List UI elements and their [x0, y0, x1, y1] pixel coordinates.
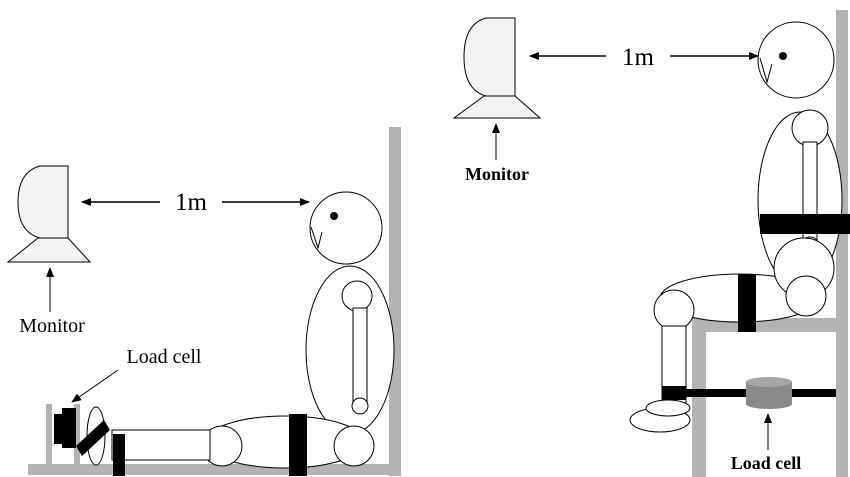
- right-monitor-label: Monitor: [465, 164, 529, 184]
- right-seated-person: [629, 21, 843, 433]
- right-chair-front-leg: [692, 318, 706, 477]
- right-chest-strap: [760, 214, 850, 234]
- left-monitor-label: Monitor: [19, 315, 85, 337]
- left-floor: [28, 464, 401, 475]
- left-shin-strap: [76, 420, 110, 456]
- right-ankle-strap: [662, 386, 686, 400]
- left-load-cell-label: Load cell: [127, 346, 202, 368]
- right-panel: 1m Monitor: [452, 10, 850, 477]
- left-footplate-post: [46, 404, 52, 466]
- right-load-cell-label: Load cell: [731, 453, 802, 473]
- left-monitor-icon: [6, 165, 92, 263]
- left-panel: 1m Monitor Load cell: [6, 127, 401, 476]
- left-load-cell-arrow: [71, 369, 119, 403]
- left-wall: [389, 127, 401, 476]
- right-wall: [836, 10, 848, 477]
- right-thigh-strap: [738, 274, 756, 332]
- left-distance-label: 1m: [175, 189, 208, 216]
- right-distance-label: 1m: [622, 44, 655, 71]
- right-monitor-icon: [452, 17, 542, 119]
- left-seated-person: [86, 191, 395, 469]
- right-load-cell-icon: [746, 377, 792, 409]
- left-footplate-post-2: [74, 404, 80, 466]
- left-ankle-strap: [113, 434, 125, 476]
- left-thigh-strap: [289, 414, 307, 476]
- left-load-cell-icon: [54, 408, 76, 448]
